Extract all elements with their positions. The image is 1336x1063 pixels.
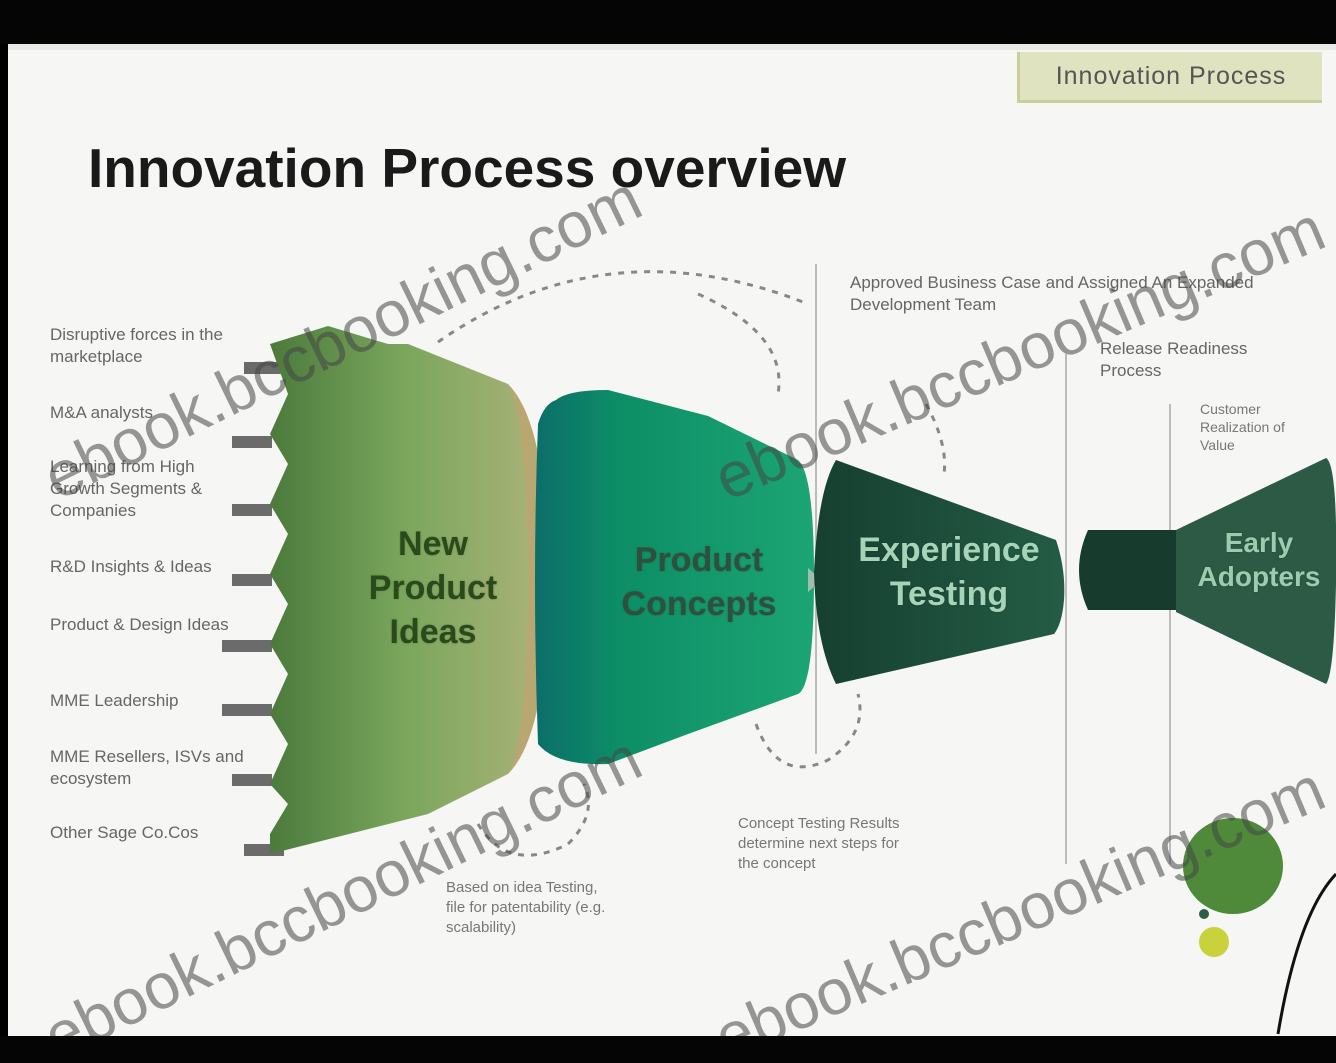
- decorative-small-dot: [1199, 909, 1209, 919]
- annotation-approved-business-case: Approved Business Case and Assigned An E…: [850, 273, 1254, 314]
- annotation-customer-realization: Customer Realization of Value: [1200, 401, 1285, 453]
- slide-top-strip: [8, 44, 1336, 50]
- section-tag: Innovation Process: [1017, 52, 1322, 103]
- decorative-green-circle: [1183, 818, 1283, 914]
- input-arrows: [222, 362, 284, 856]
- input-label: Disruptive forces in the marketplace: [50, 325, 223, 366]
- funnel-early-adopters: [1176, 458, 1336, 684]
- input-label: R&D Insights & Ideas: [50, 557, 212, 576]
- annotation-idea-testing: Based on idea Testing, file for patentab…: [446, 879, 606, 936]
- stage-label-experience-testing: Experience Testing: [858, 531, 1040, 613]
- funnel-product-concepts: [535, 390, 814, 765]
- decorative-yellow-dot: [1199, 927, 1229, 957]
- dashed-loop-ideas: [476, 783, 590, 857]
- decorative-arc: [1276, 872, 1336, 1035]
- input-label: Other Sage Co.Cos: [50, 823, 199, 842]
- input-label: Product & Design Ideas: [50, 615, 229, 634]
- funnel-experience-testing: [814, 460, 1065, 684]
- input-label: MME Leadership: [50, 691, 179, 710]
- dashed-feedback-arrow-top: [437, 270, 809, 344]
- slide: Innovation Process Innovation Process ov…: [8, 44, 1336, 1036]
- annotation-release-readiness: Release Readiness Process: [1100, 339, 1248, 380]
- bottom-letterbox-bar: [0, 1036, 1336, 1063]
- annotation-concept-testing: Concept Testing Results determine next s…: [738, 815, 900, 872]
- funnel-connector: [1079, 530, 1176, 610]
- stage-label-product-concepts: Product Concepts: [621, 541, 777, 623]
- input-label: Learning from High Growth Segments & Com…: [50, 457, 203, 520]
- input-label: M&A analysts: [50, 403, 153, 422]
- input-label: MME Resellers, ISVs and ecosystem: [50, 747, 244, 788]
- dashed-loop-testing: [754, 693, 862, 769]
- funnel-new-product-ideas: [270, 326, 538, 854]
- dashed-feedback-arrow-mid: [697, 292, 781, 395]
- stage-label-new-product-ideas: New Product Ideas: [368, 525, 498, 651]
- stage-label-early-adopters: Early Adopters: [1197, 527, 1321, 592]
- top-letterbox-bar: [0, 0, 1336, 44]
- page-title: Innovation Process overview: [88, 137, 847, 199]
- innovation-funnel-diagram: [222, 264, 1336, 1035]
- dashed-feedback-arrow-right: [924, 403, 947, 475]
